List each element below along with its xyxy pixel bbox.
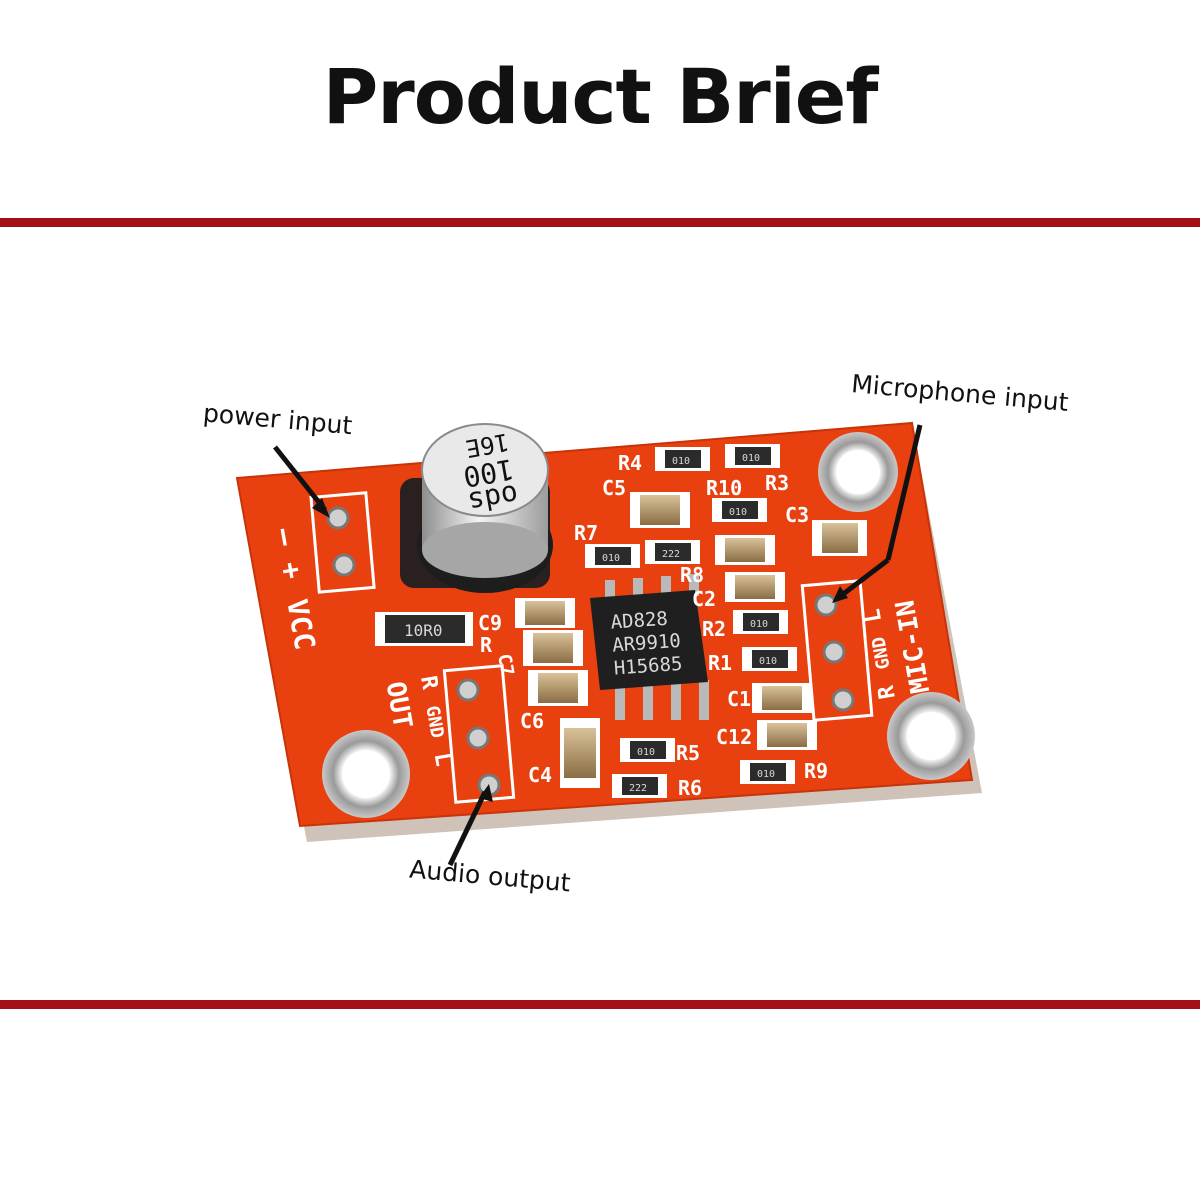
power-pin-plus: +	[274, 559, 309, 581]
ad828-chip: AD828 AR9910 H15685	[590, 574, 709, 720]
smd-resistor: 010	[725, 444, 780, 468]
svg-text:010: 010	[750, 619, 768, 630]
label-c5: C5	[602, 476, 626, 500]
smd-resistor: 010	[585, 544, 640, 568]
label-r3: R3	[765, 471, 789, 495]
label-c1: C1	[727, 687, 751, 711]
svg-text:010: 010	[757, 769, 775, 780]
label-r2: R2	[702, 617, 726, 641]
smd-resistor: 010	[655, 447, 710, 471]
page-title: Product Brief	[322, 52, 879, 141]
mic-header	[800, 579, 874, 722]
smd-resistor: 010	[742, 647, 797, 671]
callout-microphone-input: Microphone input	[850, 369, 1070, 417]
svg-text:010: 010	[729, 507, 747, 518]
chip-line-3: H15685	[613, 653, 683, 680]
label-r1: R1	[708, 651, 732, 675]
smd-capacitor	[630, 492, 690, 528]
mic-pin-r: R	[874, 683, 901, 701]
mounting-holes	[322, 432, 975, 818]
callout-arrows	[273, 424, 923, 867]
output-header	[442, 664, 516, 804]
label-r9: R9	[804, 759, 828, 783]
out-pin-r: R	[415, 674, 442, 692]
smd-capacitor	[560, 718, 600, 788]
smd-resistor: 010	[620, 738, 675, 762]
power-pin-minus: –	[268, 526, 303, 548]
label-r5: R5	[676, 741, 700, 765]
smd-resistor: 222	[612, 774, 667, 798]
bottom-divider	[0, 1000, 1200, 1009]
smd-capacitor	[757, 720, 817, 750]
label-r4: R4	[618, 451, 642, 475]
resistor-10r0-label: 10R0	[404, 621, 443, 640]
chip-line-2: AR9910	[612, 630, 682, 657]
label-r7: R7	[574, 521, 598, 545]
svg-text:222: 222	[662, 549, 680, 560]
svg-text:010: 010	[602, 553, 620, 564]
label-c12: C12	[716, 725, 752, 749]
smd-resistor: 222	[645, 540, 700, 564]
label-c3: C3	[785, 503, 809, 527]
label-c6: C6	[520, 709, 544, 733]
svg-text:010: 010	[672, 456, 690, 467]
label-r8: R8	[680, 563, 704, 587]
svg-text:010: 010	[759, 656, 777, 667]
smd-capacitor	[515, 598, 575, 628]
electrolytic-capacitor: ods 100 16E	[400, 423, 553, 593]
svg-text:010: 010	[742, 453, 760, 464]
resistor-10r0: 10R0	[375, 612, 473, 646]
callout-audio-output: Audio output	[408, 855, 572, 898]
label-r10: R10	[706, 476, 742, 500]
smd-components: 010 010 010 222 010 010 010 010	[515, 444, 867, 798]
label-c9: C9	[478, 611, 502, 635]
smd-capacitor	[812, 520, 867, 556]
svg-text:010: 010	[637, 747, 655, 758]
chip-line-1: AD828	[610, 608, 669, 634]
smd-capacitor	[715, 535, 775, 565]
smd-capacitor	[725, 572, 785, 602]
smd-capacitor	[528, 670, 588, 706]
power-header	[309, 491, 376, 594]
label-c2: C2	[692, 587, 716, 611]
smd-capacitor	[523, 630, 583, 666]
smd-resistor: 010	[733, 610, 788, 634]
label-c4: C4	[528, 763, 552, 787]
mic-pin-l: L	[860, 607, 887, 624]
smd-resistor: 010	[712, 498, 767, 522]
component-labels: R4 C5 R10 R3 C3 R7 R8 C2 R2 R1 C1 C12 R9…	[478, 451, 828, 800]
smd-capacitor	[752, 683, 812, 713]
smd-resistor: 010	[740, 760, 795, 784]
svg-text:222: 222	[629, 783, 647, 794]
top-divider	[0, 218, 1200, 227]
out-pin-l: L	[429, 751, 456, 768]
callout-power-input: power input	[202, 398, 354, 440]
label-r: R	[480, 633, 493, 657]
label-r6: R6	[678, 776, 702, 800]
